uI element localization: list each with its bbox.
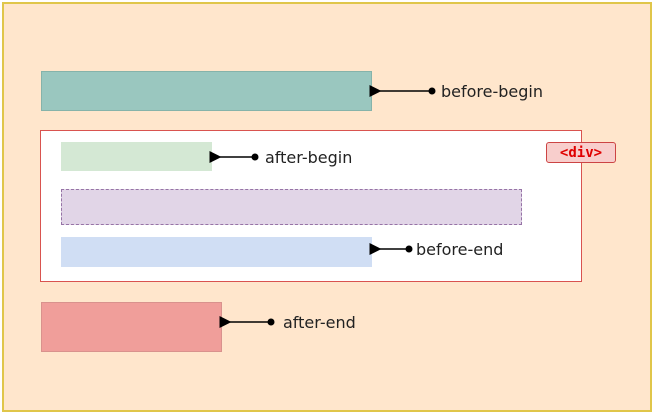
after-begin-label: after-begin	[265, 148, 353, 167]
before-end-block	[61, 237, 372, 267]
before-begin-block	[41, 71, 372, 111]
arrow-after-begin	[209, 151, 259, 163]
after-end-block	[41, 302, 222, 352]
arrow-after-end	[219, 316, 275, 328]
div-tag-label: <div>	[546, 142, 616, 163]
after-end-label: after-end	[283, 313, 356, 332]
after-begin-block	[61, 142, 212, 171]
arrow-before-begin	[369, 85, 436, 97]
arrow-before-end	[369, 243, 413, 255]
before-end-label: before-end	[416, 240, 504, 259]
before-begin-label: before-begin	[441, 82, 544, 101]
existing-content-block	[61, 189, 522, 225]
